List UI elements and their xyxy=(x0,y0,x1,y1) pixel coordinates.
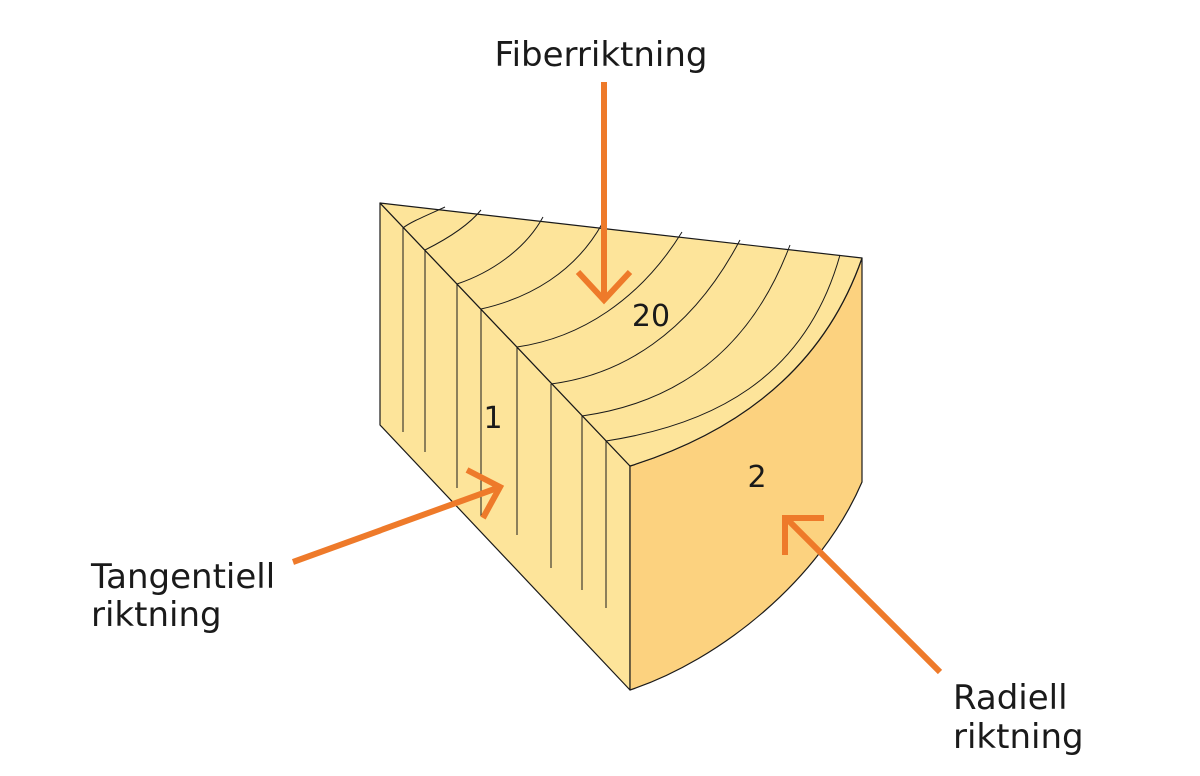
tangential-arrow xyxy=(291,467,505,565)
radial-face-value: 2 xyxy=(747,460,766,495)
fiber-direction-label: Fiberriktning xyxy=(495,35,708,75)
annual-rings xyxy=(402,206,841,442)
top-face-value: 20 xyxy=(632,299,670,334)
radial-direction-label-line2: riktning xyxy=(953,717,1084,757)
tangential-direction-label-line1: Tangentiell xyxy=(90,557,275,597)
top-face xyxy=(379,202,863,467)
radial-arrow xyxy=(782,515,943,675)
tangential-direction-label-line2: riktning xyxy=(91,595,222,635)
radial-direction-label-line1: Radiell xyxy=(953,678,1068,718)
fiber-arrow xyxy=(575,82,633,305)
tangential-grain-lines xyxy=(402,228,607,608)
tangential-face-value: 1 xyxy=(483,401,502,436)
